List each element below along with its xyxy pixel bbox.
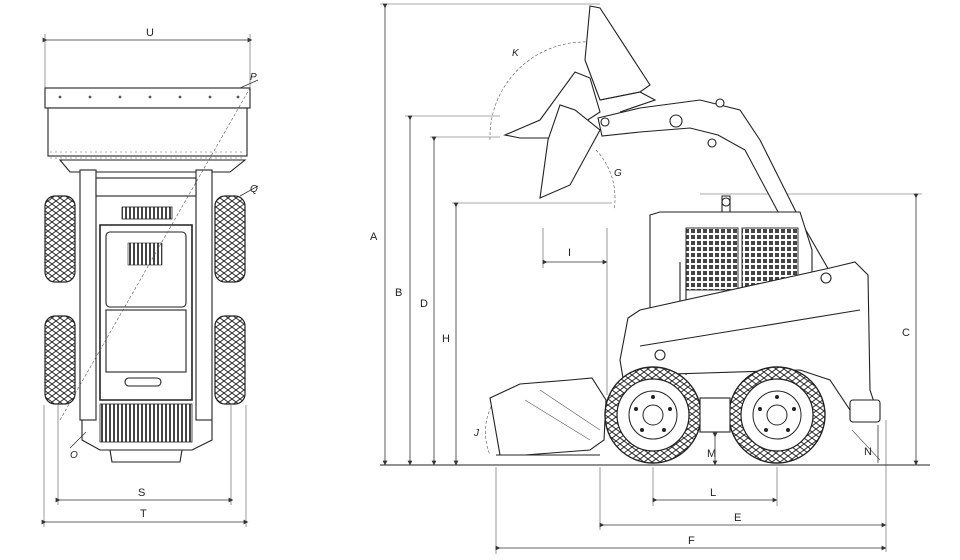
top-view: U P Q (41, 27, 259, 527)
dim-label-q: Q (250, 184, 258, 195)
top-tyre-rear-left (44, 315, 76, 405)
dim-label-s: S (138, 487, 145, 499)
dim-label-f: F (688, 535, 695, 547)
side-view: A B D H I C K G J (370, 3, 930, 554)
dim-label-e: E (734, 512, 741, 524)
dim-label-d: D (420, 298, 428, 310)
dim-label-p: P (250, 72, 257, 83)
dim-label-o: O (70, 450, 78, 461)
dim-label-n: N (864, 446, 872, 458)
dim-label-m: M (707, 448, 716, 460)
dim-label-g: G (614, 168, 622, 179)
side-bucket-lowered (489, 377, 607, 456)
top-tyre-front-left (44, 195, 76, 283)
top-tyre-front-right (214, 195, 246, 283)
top-left-arm (79, 169, 97, 421)
dim-label-c: C (902, 327, 910, 339)
top-tyre-rear-right (214, 315, 246, 405)
top-bucket (47, 107, 248, 157)
top-body (99, 224, 193, 401)
side-bucket-raised (584, 5, 651, 101)
top-right-arm (195, 169, 213, 421)
dim-label-j: J (473, 428, 480, 439)
dim-label-l: L (710, 487, 716, 499)
dim-label-b: B (395, 287, 402, 299)
side-bucket-dump-2 (539, 104, 601, 199)
dim-label-a: A (370, 231, 378, 243)
dim-label-k: K (512, 48, 520, 59)
dim-label-h: H (442, 333, 450, 345)
dim-label-i: I (568, 247, 571, 259)
side-front-wheel (604, 366, 702, 464)
side-rear-wheel (728, 366, 826, 464)
dim-label-t: T (140, 508, 147, 520)
dim-label-u: U (146, 27, 154, 39)
top-bucket-lip (44, 87, 251, 109)
